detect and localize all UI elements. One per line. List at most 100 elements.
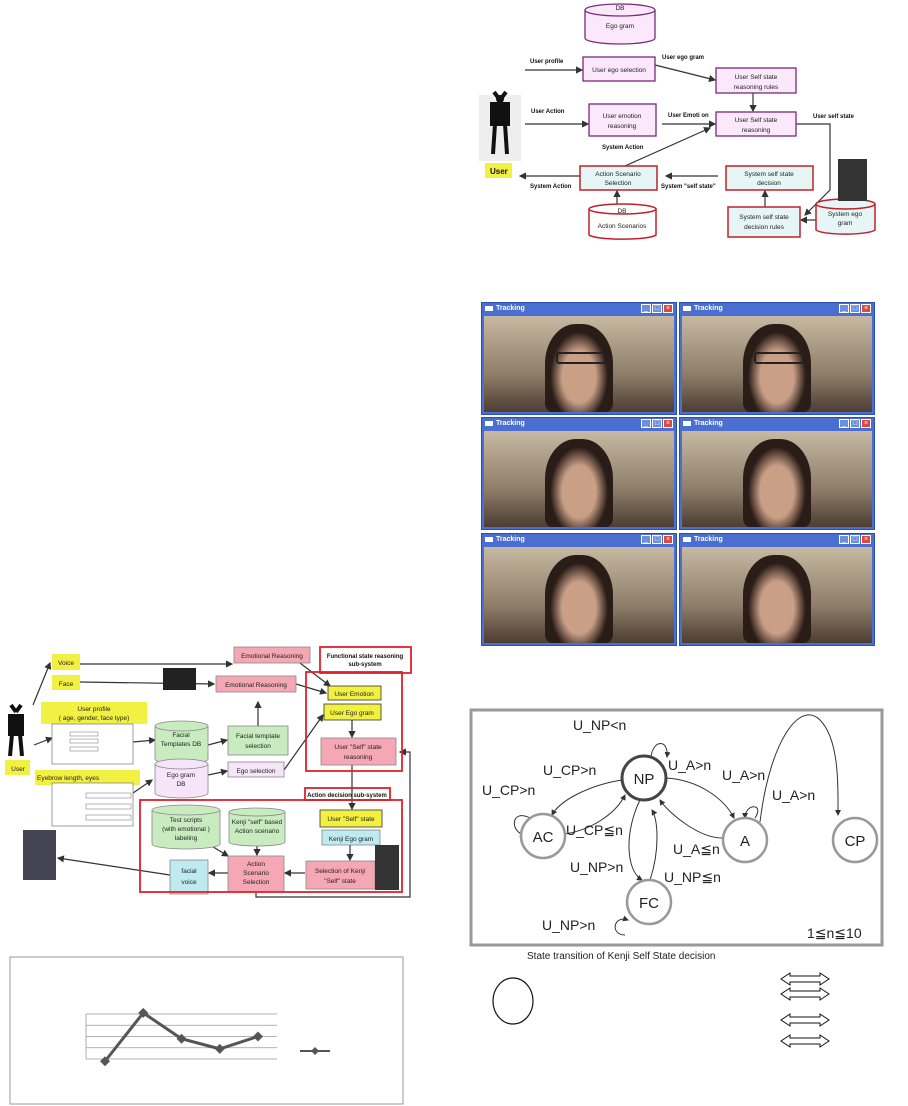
label: Kenji Ego gram [329,836,373,843]
user-ego-gram-box [323,703,382,721]
label: "Self" state [324,878,356,885]
legend-marker [311,1047,319,1055]
label: ( age, gender, face type) [59,715,129,722]
close-button[interactable]: × [861,419,871,428]
label: decision rules [744,224,784,231]
minimize-button[interactable]: _ [839,419,849,428]
tracking-window[interactable]: Tracking_□× [481,533,677,646]
label: Face [59,681,74,688]
close-button[interactable]: × [663,535,673,544]
user-figure-icon [490,90,510,155]
label: Tracking [680,303,874,315]
legend-circle-icon [492,977,534,1025]
label: Kenji "self" based [232,819,283,826]
label: voice [181,879,197,886]
avatar-photo [23,830,56,880]
label: Ego gram [606,23,634,30]
label: Scenario [243,870,269,877]
label: U_CP≦n [566,822,623,838]
facial-template-selection-box [227,725,289,756]
user-profile-box [41,702,147,724]
label: reasoning rules [734,84,779,91]
close-button[interactable]: × [861,535,871,544]
double-arrow-icons [780,972,830,1048]
data-point [176,1033,187,1044]
user-figure-icon [8,703,24,757]
maximize-button[interactable]: □ [652,535,662,544]
tracking-window[interactable]: Tracking_□× [679,417,875,530]
face-box [52,675,80,690]
data-point [100,1056,110,1067]
minimize-button[interactable]: _ [641,419,651,428]
label: DB [176,781,185,788]
label: System Action [530,184,572,190]
minimize-button[interactable]: _ [641,535,651,544]
maximize-button[interactable]: □ [850,304,860,313]
label: U_A≦n [673,841,720,857]
label: U_NP>n [542,917,595,933]
label: Functional state reasoning [327,654,404,660]
maximize-button[interactable]: □ [652,304,662,313]
maximize-button[interactable]: □ [850,535,860,544]
label: decision [757,180,781,187]
maximize-button[interactable]: □ [850,419,860,428]
ego-selection-box [227,761,285,778]
label: Action Scenarios [598,223,648,230]
label: DB [617,208,626,215]
label: System ego [828,211,863,218]
user-emotion-reasoning-box [588,103,657,137]
label: CP [845,833,866,850]
minimize-button[interactable]: _ [641,304,651,313]
minimize-button[interactable]: _ [839,304,849,313]
user-ego-selection-box [582,56,656,82]
selection-kenji-box [305,860,376,890]
label: Ego gram [167,772,195,779]
label: User Emotion [334,691,374,698]
user-self-state-rules-box [715,67,797,94]
close-button[interactable]: × [663,419,673,428]
label: User Self state [735,117,778,124]
minimize-button[interactable]: _ [839,535,849,544]
label: Action decision sub-system [307,793,387,799]
maximize-button[interactable]: □ [652,419,662,428]
tracking-window[interactable]: Tracking_□× [679,302,875,415]
tracking-window[interactable]: Tracking_□× [481,302,677,415]
label: sub-system [348,662,381,668]
label: User self state [813,114,855,120]
tracking-window[interactable]: Tracking_□× [679,533,875,646]
data-point [253,1031,263,1042]
label: FC [639,895,659,912]
eyebrow-form [51,782,134,827]
kenji-photo [375,845,399,890]
action-subsystem-frame [139,799,403,893]
label: reasoning [344,754,373,761]
tracking-window[interactable]: Tracking_□× [481,417,677,530]
action-scenario-selection-box [579,165,658,191]
user-self-state-reasoning-box [715,111,797,137]
data-point [214,1043,225,1054]
label: Emotional Reasoning [241,653,303,660]
emotional-reasoning-1-box [233,646,311,664]
label: Tracking [482,303,676,315]
close-button[interactable]: × [861,304,871,313]
label: Action scenario [235,828,280,835]
label: Action [247,861,265,868]
label: Ego selection [236,768,275,775]
close-button[interactable]: × [663,304,673,313]
label: User "Self" state [334,744,382,751]
eyebrow-box [35,770,140,785]
voice-box [52,654,80,670]
user-emotion-box [327,685,382,701]
label: selection [245,743,271,750]
label: User ego selection [592,67,646,74]
label: U_A>n [722,767,765,783]
emotional-reasoning-2-box [215,675,297,693]
label: U_A>n [668,757,711,773]
label: Templates DB [161,741,201,748]
label: Selection [605,180,632,187]
label: User Emoti on [668,113,709,119]
label: DB [615,5,624,12]
